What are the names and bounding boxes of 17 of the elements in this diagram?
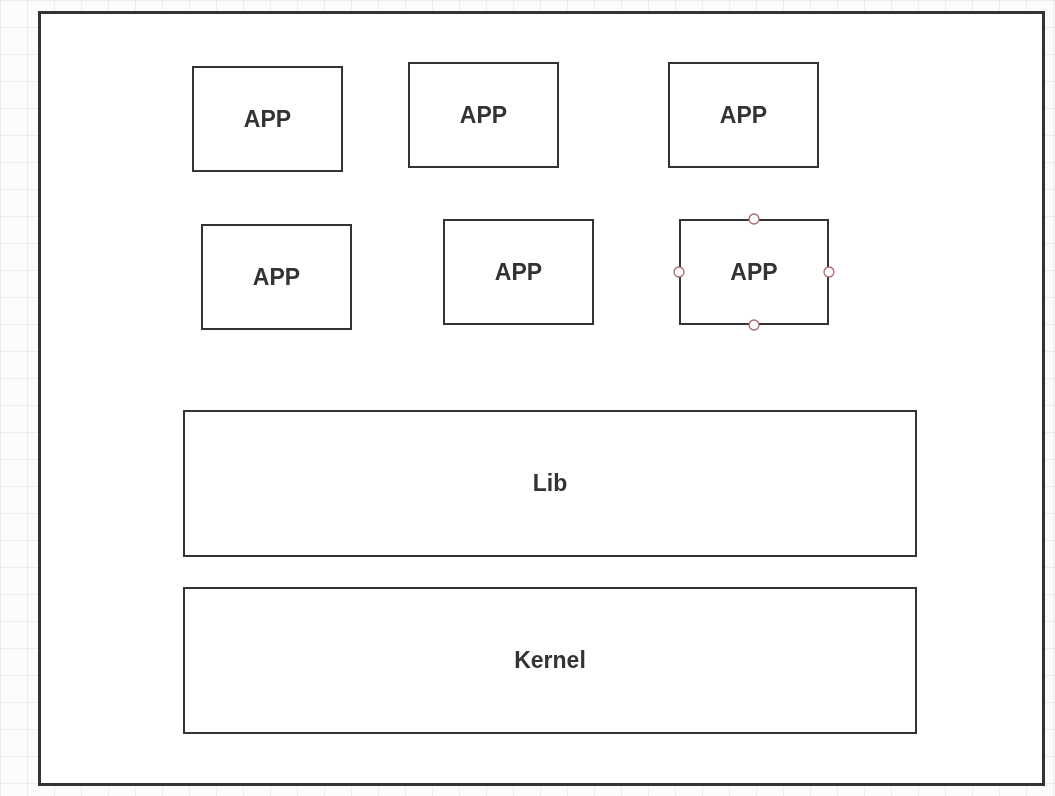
- app-box: [192, 66, 343, 172]
- box-label: APP: [730, 258, 778, 286]
- app-box: [679, 219, 829, 325]
- box-label: Kernel: [514, 647, 586, 674]
- app-box: [201, 224, 352, 330]
- box-label: APP: [252, 263, 301, 291]
- layer-box: [183, 410, 917, 557]
- box-label: APP: [459, 101, 508, 129]
- box-label: APP: [719, 101, 768, 129]
- app-box: [668, 62, 819, 168]
- layer-box: [183, 587, 917, 734]
- app-box: [443, 219, 594, 325]
- box-label: APP: [494, 258, 543, 286]
- box-label: Lib: [532, 470, 568, 497]
- container-box: [38, 11, 1045, 786]
- box-label: APP: [243, 105, 292, 133]
- app-box: [408, 62, 559, 168]
